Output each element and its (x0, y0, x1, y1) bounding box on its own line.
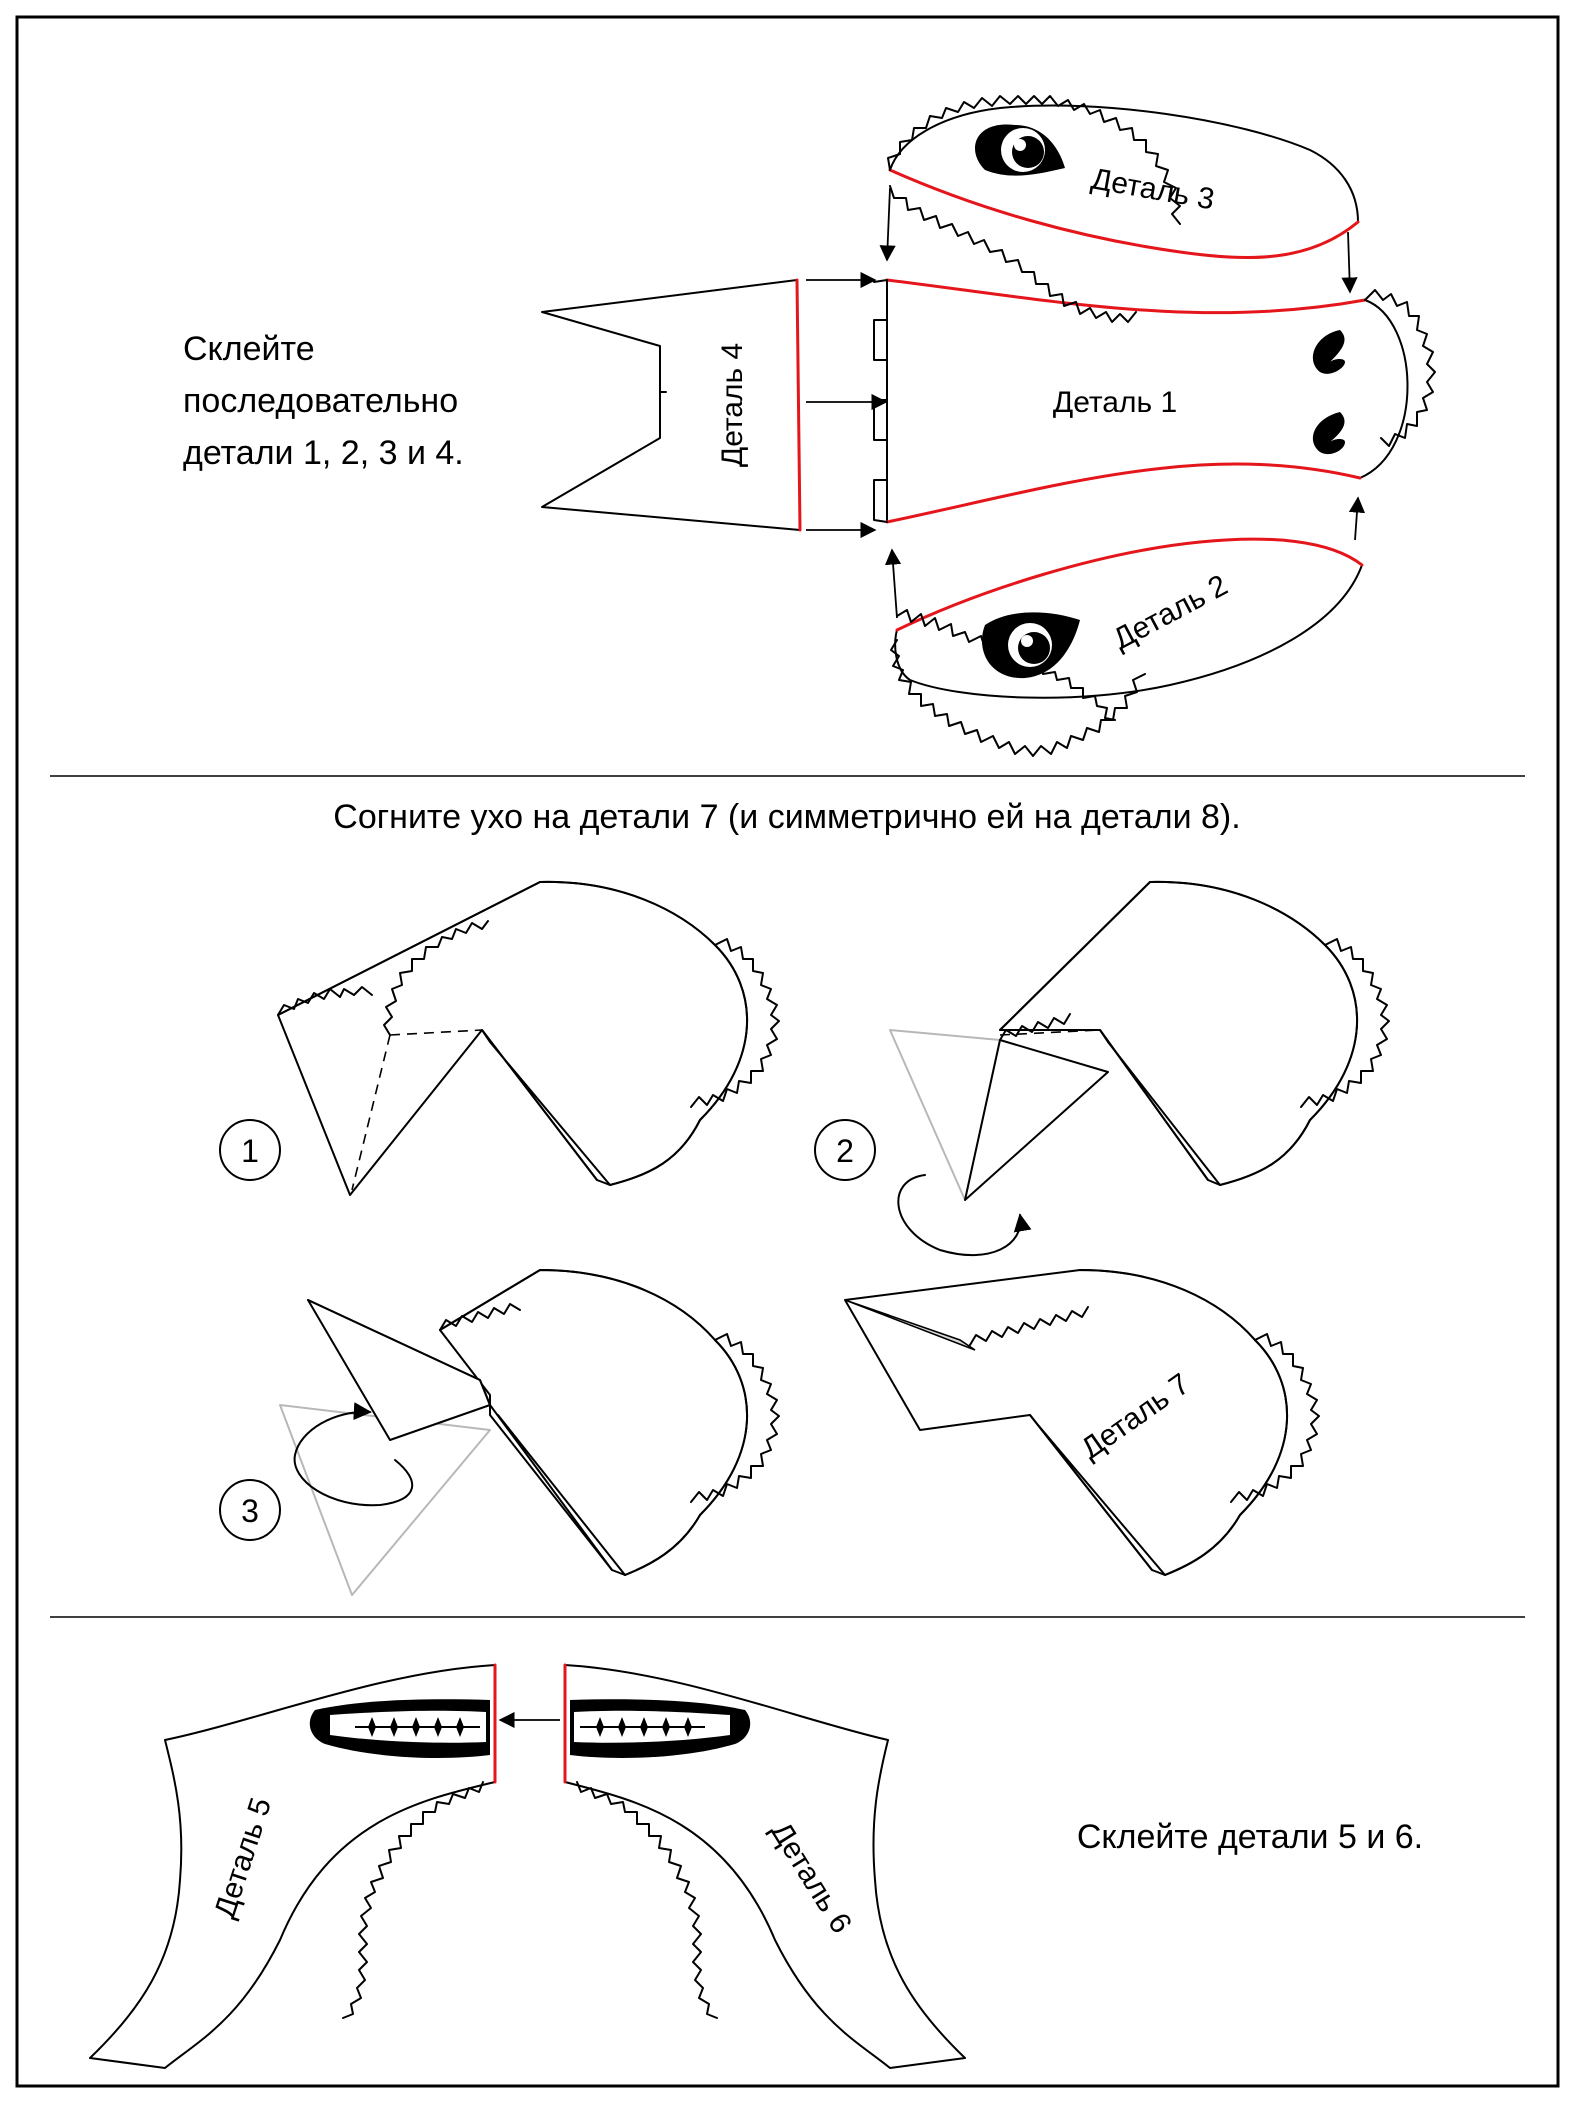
nostril-icon (1312, 412, 1345, 455)
assembly-instruction: Склейте последовательно детали 1, 2, 3 и… (183, 330, 468, 472)
ear-fold-instruction: Согните ухо на детали 7 (и симметрично е… (333, 798, 1240, 836)
step-number-2: 2 (836, 1133, 854, 1169)
part-2: Деталь 2 (890, 537, 1364, 757)
jaw-section: Деталь 5 Деталь 6 Склейте детали 5 и 6. (89, 1663, 1423, 2069)
nostril-icon (1312, 330, 1345, 374)
part-4: Деталь 4 (541, 278, 802, 532)
fold-step-1: 1 (219, 880, 780, 1196)
step-number-1: 1 (241, 1133, 259, 1169)
fold-step-result: Деталь 7 (844, 1269, 1320, 1576)
part-1: Деталь 1 (873, 278, 1436, 524)
page-border (15, 15, 1560, 2088)
step-number-3: 3 (241, 1493, 259, 1529)
part-6: Деталь 6 (563, 1663, 966, 2069)
part-3: Деталь 3 (887, 95, 1360, 323)
eye-icon (981, 612, 1080, 679)
ear-fold-section: Согните ухо на детали 7 (и симметрично е… (219, 798, 1390, 1596)
assembly-arrows (806, 187, 1366, 619)
assembly-instruction-line-3: детали 1, 2, 3 и 4. (183, 434, 464, 472)
assembly-instruction-line-1: Склейте (183, 330, 315, 368)
eye-icon (975, 124, 1065, 176)
jaw-instruction: Склейте детали 5 и 6. (1077, 1818, 1423, 1856)
assembly-section: Склейте последовательно детали 1, 2, 3 и… (183, 95, 1436, 757)
fold-step-3: 3 (219, 1269, 780, 1596)
fold-step-2: 2 (814, 880, 1390, 1257)
assembly-instruction-line-2: последовательно (183, 382, 458, 420)
part-1-label: Деталь 1 (1053, 386, 1177, 419)
part-5: Деталь 5 (89, 1663, 497, 2069)
part-4-label: Деталь 4 (716, 343, 749, 467)
